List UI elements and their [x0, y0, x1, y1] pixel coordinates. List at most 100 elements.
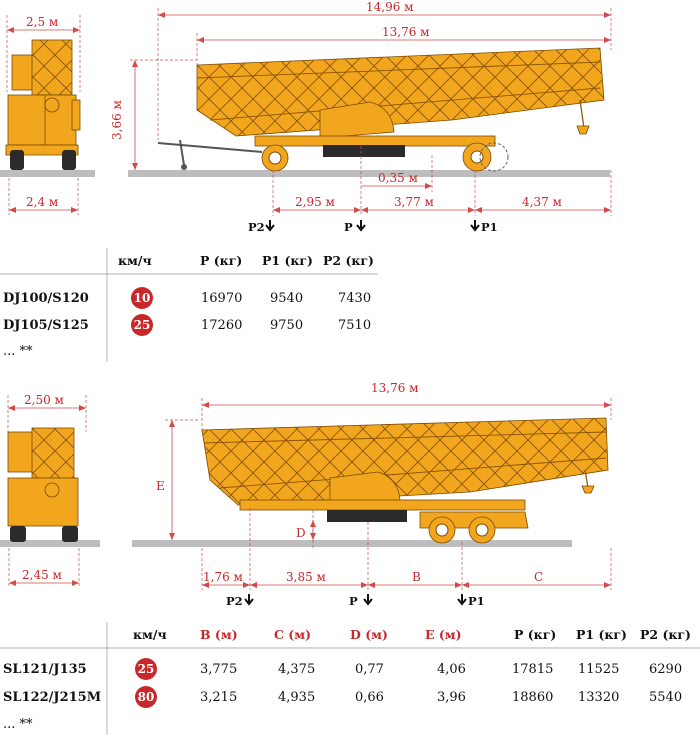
row-p: 18860 [512, 690, 553, 705]
down-arrow-icon [363, 594, 373, 606]
row-p: 17260 [201, 318, 242, 333]
dim-top-p-p1: 3,77 м [394, 195, 434, 209]
bottom-hdr-p2: P2 (кг) [640, 627, 691, 642]
load-p1-label: P1 [468, 594, 485, 608]
dim-bottom-track-front: 2,45 м [22, 568, 62, 582]
dim-bottom-offset: D [296, 526, 306, 540]
top-front-dims: 2,5 м 2,4 м [6, 15, 81, 215]
row-model: DJ105/S125 [3, 318, 89, 333]
down-arrow-icon [265, 220, 275, 232]
dim-top-offset: 0,35 м [378, 171, 418, 185]
row-p: 17815 [512, 662, 553, 677]
speed-badge [131, 314, 153, 336]
bottom-hdr-b: B (м) [200, 627, 238, 642]
ground-strip [0, 170, 95, 177]
row-p2: 6290 [649, 662, 682, 677]
top-hdr-p2: P2 (кг) [323, 253, 374, 268]
bottom-side-dims: E 13,76 м D 1,76 м 3,85 м B C [156, 381, 612, 590]
dim-top-track-front: 2,4 м [26, 195, 58, 209]
dim-top-boom-length: 13,76 м [382, 25, 430, 39]
row-e: 4,06 [437, 662, 466, 677]
down-arrow-icon [244, 594, 254, 606]
top-hdr-p: P (кг) [200, 253, 242, 268]
speed-value: 10 [134, 291, 151, 305]
load-p1-label: P1 [481, 220, 498, 234]
speed-badge [135, 686, 157, 708]
row-p: 16970 [201, 291, 242, 306]
dim-bottom-p-p1: B [412, 570, 421, 584]
top-side-dims: 3,66 м 14,96 м 13,76 м 2,95 м 3,77 м 4,3… [110, 0, 612, 216]
row-p1: 11525 [578, 662, 619, 677]
row-b: 3,215 [200, 690, 237, 705]
row-p1: 9750 [270, 318, 303, 333]
load-p2-label: P2 [248, 220, 265, 234]
dim-bottom-p1-end: C [534, 570, 543, 584]
row-model: SL121/J135 [3, 662, 87, 677]
bottom-hdr-p1: P1 (кг) [576, 627, 627, 642]
track-base [327, 510, 407, 522]
top-hdr-p1: P1 (кг) [262, 253, 313, 268]
bottom-hdr-d: D (м) [350, 627, 388, 642]
load-p-label: P [349, 594, 358, 608]
dim-top-width-front: 2,5 м [26, 15, 58, 29]
row-model: DJ100/S120 [3, 291, 89, 306]
ground-strip [128, 170, 610, 177]
row-p2: 5540 [649, 690, 682, 705]
top-hdr-speed: км/ч [118, 253, 152, 268]
top-side-view [128, 47, 610, 177]
load-p-label: P [344, 220, 353, 234]
speed-value: 80 [138, 690, 155, 704]
bottom-front-view [0, 427, 100, 547]
top-front-view [0, 39, 95, 177]
front-cab [11, 54, 35, 91]
dim-top-p1-end: 4,37 м [522, 195, 562, 209]
ground-strip [0, 540, 100, 547]
table-row: SL122/J215M 80 3,215 4,935 0,66 3,96 188… [3, 686, 682, 708]
speed-badge [131, 287, 153, 309]
bottom-table: км/ч B (м) C (м) D (м) E (м) P (кг) P1 (… [0, 622, 700, 735]
speed-value: 25 [138, 662, 155, 676]
row-p2: 7430 [338, 291, 371, 306]
ground-strip [132, 540, 572, 547]
down-arrow-icon [356, 220, 366, 232]
table-row: DJ100/S120 10 16970 9540 7430 [3, 287, 371, 309]
row-p1: 13320 [578, 690, 619, 705]
dim-bottom-height: E [156, 479, 165, 493]
top-load-markers: P2 P P1 [248, 220, 498, 234]
front-wheel-left [10, 150, 24, 170]
operator-cab [319, 101, 395, 139]
dim-bottom-boom-length: 13,76 м [371, 381, 419, 395]
bottom-front-dims: 2,50 м 2,45 м [7, 393, 87, 588]
dim-bottom-p2-p: 3,85 м [286, 570, 326, 584]
bottom-load-markers: P2 P P1 [226, 594, 485, 608]
down-arrow-icon [470, 220, 480, 232]
speed-value: 25 [134, 318, 151, 332]
dim-top-height: 3,66 м [110, 100, 124, 140]
table-row: DJ105/S125 25 17260 9750 7510 [3, 314, 371, 336]
row-model: SL122/J215M [3, 690, 101, 705]
bottom-side-view [132, 417, 609, 547]
front-wheel-left [10, 526, 26, 542]
bottom-hdr-e: E (м) [425, 627, 462, 642]
row-p2: 7510 [338, 318, 371, 333]
dim-bottom-front: 1,76 м [203, 570, 243, 584]
track-base [323, 145, 405, 157]
bottom-hdr-speed: км/ч [133, 627, 167, 642]
speed-badge [135, 658, 157, 680]
more-rows-note: ... ** [3, 717, 33, 732]
row-c: 4,375 [278, 662, 315, 677]
more-rows-note: ... ** [3, 344, 33, 359]
dim-top-p2-p: 2,95 м [295, 195, 335, 209]
top-table: км/ч P (кг) P1 (кг) P2 (кг) DJ100/S120 1… [0, 248, 378, 362]
dim-bottom-width-front: 2,50 м [24, 393, 64, 407]
row-d: 0,77 [355, 662, 384, 677]
row-c: 4,935 [278, 690, 315, 705]
row-e: 3,96 [437, 690, 466, 705]
down-arrow-icon [457, 594, 467, 606]
row-b: 3,775 [200, 662, 237, 677]
load-p2-label: P2 [226, 594, 243, 608]
table-row: SL121/J135 25 3,775 4,375 0,77 4,06 1781… [3, 658, 682, 680]
row-d: 0,66 [355, 690, 384, 705]
dim-top-total-length: 14,96 м [366, 0, 414, 14]
